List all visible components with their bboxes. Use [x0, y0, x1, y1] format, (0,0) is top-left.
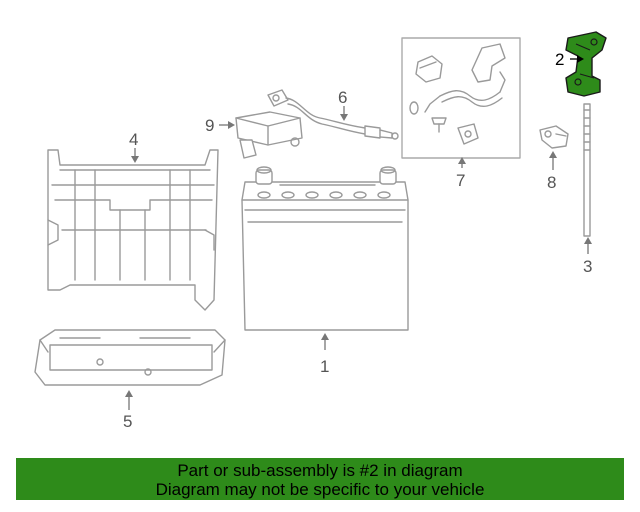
callout-7: 7 [456, 171, 465, 190]
callout-3: 3 [583, 257, 592, 276]
callout-1: 1 [320, 357, 329, 376]
part-info-banner: Part or sub-assembly is #2 in diagram Di… [16, 458, 624, 500]
callout-4: 4 [129, 130, 138, 149]
part-1-battery[interactable] [241, 166, 409, 331]
callout-8: 8 [547, 173, 556, 192]
part-7-cable-assembly[interactable] [401, 37, 521, 159]
callout-5: 5 [123, 412, 132, 431]
callout-9: 9 [205, 116, 214, 135]
banner-line-1: Part or sub-assembly is #2 in diagram [177, 461, 463, 480]
part-4-battery-cover[interactable] [47, 149, 219, 311]
part-8-clip[interactable] [539, 125, 569, 149]
part-2-hold-down-bracket[interactable] [565, 31, 607, 97]
banner-line-2: Diagram may not be specific to your vehi… [155, 480, 485, 499]
part-5-battery-tray[interactable] [34, 329, 226, 386]
part-6-cable[interactable] [267, 89, 399, 140]
part-3-hold-down-rod[interactable] [583, 103, 591, 237]
callout-leaders [125, 55, 592, 410]
part-9-battery-sensor[interactable] [235, 111, 303, 159]
callout-6: 6 [338, 88, 347, 107]
callout-2: 2 [555, 50, 564, 69]
